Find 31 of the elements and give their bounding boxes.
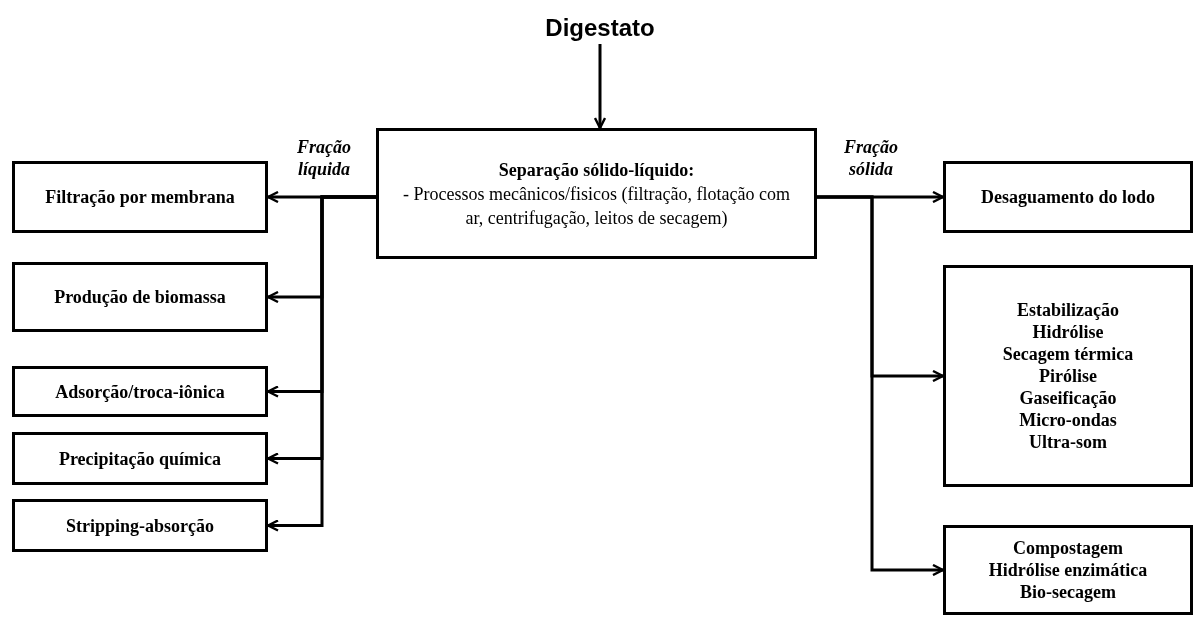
process-box	[12, 499, 268, 552]
process-box	[943, 161, 1193, 233]
process-box	[376, 128, 817, 259]
process-label: Hidrólise enzimática	[987, 559, 1149, 581]
process-label: Secagem térmica	[1001, 343, 1135, 365]
process-label: Compostagem	[1012, 537, 1124, 559]
process-box	[12, 161, 268, 233]
process-box	[943, 525, 1193, 615]
input-label: Digestato	[544, 14, 656, 42]
arrow	[593, 44, 607, 130]
process-label: Pirólise	[1038, 365, 1098, 387]
arrow	[266, 195, 376, 532]
process-label: Gaseificação	[1018, 387, 1118, 409]
process-label: Stripping-absorção	[65, 514, 215, 537]
process-box	[12, 366, 268, 417]
process-label: Produção de biomassa	[53, 286, 227, 308]
process-label: Filtração por membrana	[44, 186, 236, 208]
process-label: Estabilização	[1016, 299, 1120, 321]
process-label: Precipitação química	[57, 447, 223, 470]
process-box	[943, 265, 1193, 487]
box-description: - Processos mecânicos/fisicos (filtração, flotação com ar, centrifugação, leitos de secagem)	[403, 182, 790, 230]
process-label: Desaguamento do lodo	[980, 186, 1156, 208]
box-heading: Separação sólido-líquido:	[497, 158, 696, 182]
process-label: Micro-ondas	[1018, 409, 1118, 431]
process-label: Adsorção/troca-iônica	[54, 380, 226, 403]
process-label: Ultra-som	[1028, 431, 1108, 453]
arrow	[817, 195, 945, 577]
process-box	[12, 432, 268, 485]
process-label: Bio-secagem	[1019, 581, 1117, 603]
process-box	[12, 262, 268, 332]
process-label: Hidrólise	[1031, 321, 1105, 343]
